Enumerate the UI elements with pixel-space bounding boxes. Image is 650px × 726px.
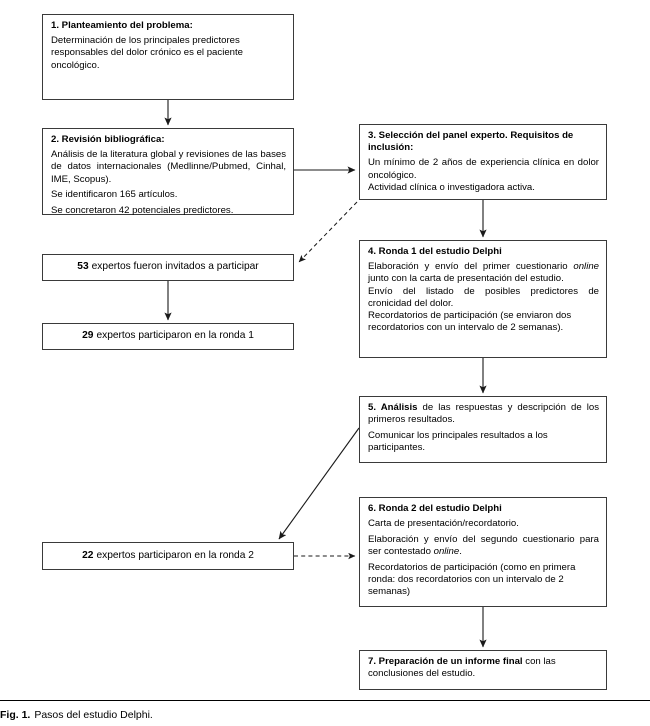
figure-caption: Fig. 1.Pasos del estudio Delphi. [0,709,153,722]
count-box-round1-label: expertos participaron en la ronda 1 [96,330,254,342]
count-box-round1-number: 29 [82,330,94,342]
step-box-2-heading: 2. Revisión bibliográfica: [51,134,165,145]
step-box-5-line-2: Comunicar los principales resultados a l… [368,429,548,454]
step-box-6-line-3: Recordatorios de participación (como en … [368,561,576,598]
step-box-4: 4. Ronda 1 del estudio Delphi Elaboració… [359,240,607,358]
count-box-invited-label: expertos fueron invitados a participar [91,261,259,273]
step-box-1-heading: 1. Planteamiento del problema: [51,20,193,31]
step-box-5-line-1: 5. Análisis de las respuestas y descripc… [368,402,599,426]
step-box-4-heading: 4. Ronda 1 del estudio Delphi [368,246,502,257]
step-box-6-line-2: Elaboración y envío del segundo cuestion… [368,534,599,558]
step-box-7: 7. Preparación de un informe final con l… [359,650,607,690]
step-box-3-heading: 3. Selección del panel experto. Requisit… [368,130,574,154]
step-box-1-line-1: Determinación de los principales predict… [51,35,243,71]
step-box-2: 2. Revisión bibliográfica: Análisis de l… [42,128,294,217]
step-box-3-line-1: Un mínimo de 2 años de experiencia clíni… [368,157,599,181]
step-box-1: 1. Planteamiento del problema: Determina… [42,14,294,100]
step-box-4-line-2: Envío del listado de posibles predictore… [368,285,599,309]
arrow-b5-to-round2 [278,427,360,540]
step-box-6: 6. Ronda 2 del estudio Delphi Carta de p… [359,497,607,607]
step-box-4-line-1-italic: online [573,261,599,273]
count-box-round2-number: 22 [82,549,94,561]
step-box-2-line-2: Se identificaron 165 artículos. [51,189,178,201]
step-box-3-line-2: Actividad clínica o investigadora activa… [368,181,535,193]
step-box-5-heading: 5. Análisis [368,402,418,413]
count-box-round2-label: expertos participaron en la ronda 2 [96,549,254,561]
figure-caption-label: Fig. 1. [0,709,31,721]
step-box-2-line-1: Análisis de la literatura global y revis… [51,149,286,185]
step-box-6-heading: 6. Ronda 2 del estudio Delphi [368,503,502,514]
step-box-3: 3. Selección del panel experto. Requisit… [359,124,607,200]
step-box-7-line-1: 7. Preparación de un informe final con l… [368,656,599,680]
arrow-b3-to-invited [298,201,358,263]
step-box-5-heading-rest: de las respuestas y descripción de los p… [368,402,600,426]
count-box-invited-number: 53 [77,261,89,273]
step-box-2-line-3: Se concretaron 42 potenciales predictore… [51,205,234,217]
step-box-6-line-2-italic: online [433,546,460,558]
step-box-5: 5. Análisis de las respuestas y descripc… [359,396,607,463]
step-box-6-line-1: Carta de presentación/recordatorio. [368,518,519,530]
step-box-4-line-1: Elaboración y envío del primer cuestiona… [368,261,599,285]
caption-divider [0,700,650,701]
step-box-7-heading: 7. Preparación de un informe final [368,656,523,667]
step-box-4-line-1-a: Elaboración y envío del primer cuestiona… [368,261,574,273]
step-box-4-line-3: Recordatorios de participación (se envia… [368,310,572,334]
step-box-7-heading-rest: con las conclusiones del estudio. [368,656,556,680]
step-box-6-line-2-a: Elaboración y envío del segundo cuestion… [368,533,599,558]
figure-caption-text: Pasos del estudio Delphi. [34,709,153,721]
step-box-4-line-1-b: junto con la carta de presentación del e… [368,273,564,285]
step-box-6-line-2-b: . [459,546,462,558]
